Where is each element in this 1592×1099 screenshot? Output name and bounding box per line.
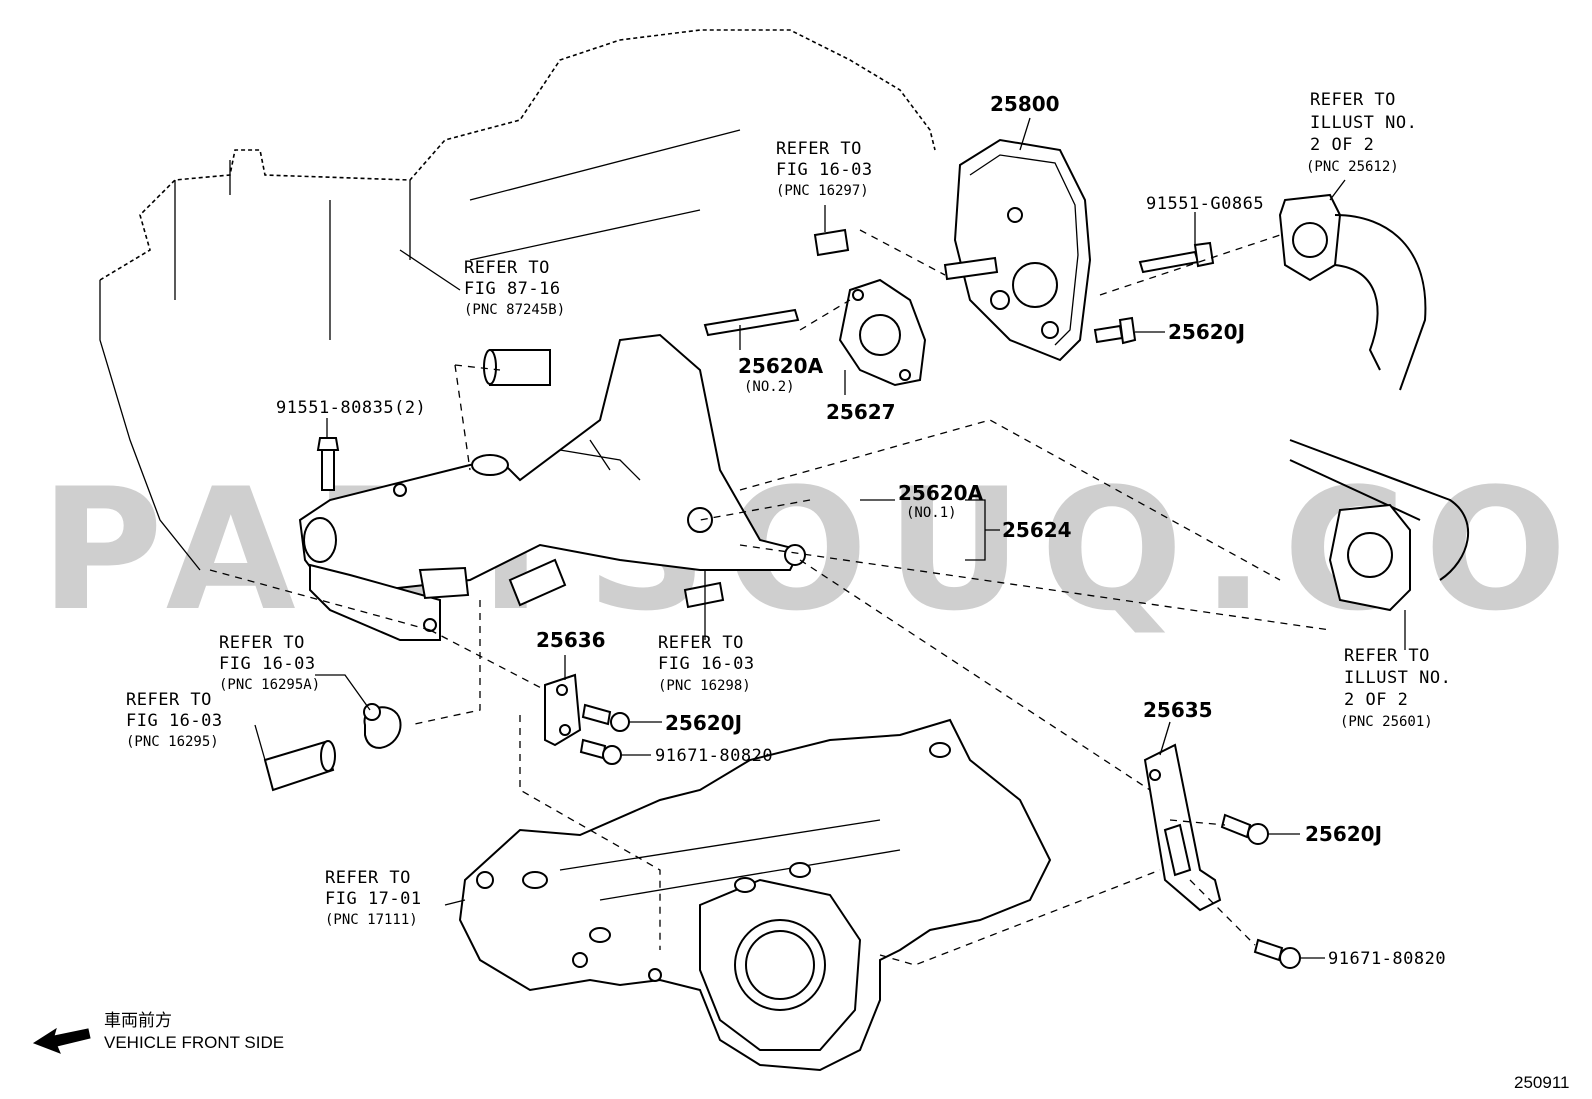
svg-text:REFER TO: REFER TO bbox=[776, 139, 862, 159]
diagram-number: 250911 bbox=[1514, 1073, 1569, 1092]
bolt-25620j-mid bbox=[581, 703, 630, 732]
ref-16295-label: REFER TO FIG 16-03 (PNC 16295) bbox=[126, 690, 223, 750]
bolt-91551-g0865 bbox=[1138, 241, 1215, 274]
svg-text:(PNC 16295A): (PNC 16295A) bbox=[219, 677, 320, 693]
ref-87245b-label: REFER TO FIG 87-16 (PNC 87245B) bbox=[464, 258, 565, 318]
part-label-25624[interactable]: 25624 bbox=[1002, 518, 1072, 542]
svg-text:FIG 16-03: FIG 16-03 bbox=[219, 654, 316, 674]
part-label-25800[interactable]: 25800 bbox=[990, 92, 1060, 116]
part-label-25620a-no2[interactable]: 25620A bbox=[738, 354, 824, 378]
bolt-91671-right bbox=[1253, 938, 1301, 969]
clamp-16295a bbox=[363, 703, 402, 749]
leader-lines bbox=[254, 117, 1406, 959]
svg-text:(PNC 16297): (PNC 16297) bbox=[776, 183, 869, 199]
svg-text:(PNC 25612): (PNC 25612) bbox=[1306, 159, 1399, 175]
engine-block-outline bbox=[99, 29, 936, 571]
part-label-25620a-no1-sub: (NO.1) bbox=[906, 505, 957, 521]
part-label-25620j-top[interactable]: 25620J bbox=[1168, 320, 1245, 344]
bolt-25620j-right bbox=[1220, 813, 1269, 845]
svg-text:REFER TO: REFER TO bbox=[325, 868, 411, 888]
bolt-25620j-top bbox=[1093, 316, 1137, 345]
svg-text:REFER TO: REFER TO bbox=[1310, 90, 1396, 110]
svg-text:FIG 16-03: FIG 16-03 bbox=[126, 711, 223, 731]
svg-text:REFER TO: REFER TO bbox=[1344, 646, 1430, 666]
part-label-25627[interactable]: 25627 bbox=[826, 400, 896, 424]
part-label-25636[interactable]: 25636 bbox=[536, 628, 606, 652]
hose-16298 bbox=[683, 581, 725, 609]
ref-16295a-label: REFER TO FIG 16-03 (PNC 16295A) bbox=[219, 633, 320, 693]
svg-text:FIG 87-16: FIG 87-16 bbox=[464, 279, 561, 299]
pipe-flange-25612 bbox=[1278, 193, 1427, 391]
svg-text:FIG 16-03: FIG 16-03 bbox=[658, 654, 755, 674]
svg-text:ILLUST NO.: ILLUST NO. bbox=[1310, 113, 1417, 133]
svg-text:REFER TO: REFER TO bbox=[126, 690, 212, 710]
hose-87245b bbox=[483, 349, 551, 386]
svg-text:ILLUST NO.: ILLUST NO. bbox=[1344, 668, 1451, 688]
water-bypass-pipe-assembly bbox=[298, 333, 806, 641]
part-label-25620a-no1[interactable]: 25620A bbox=[898, 481, 984, 505]
part-label-91671-80820-mid[interactable]: 91671-80820 bbox=[655, 746, 773, 766]
bolt-91671-mid bbox=[579, 738, 622, 765]
part-label-25620j-mid[interactable]: 25620J bbox=[665, 711, 742, 735]
bolt-91551-80835 bbox=[316, 437, 340, 491]
svg-text:REFER TO: REFER TO bbox=[219, 633, 305, 653]
bracket-25636 bbox=[544, 673, 582, 747]
part-label-25620a-no2-sub: (NO.2) bbox=[744, 379, 795, 395]
bracket-25635 bbox=[1143, 743, 1222, 912]
gasket-25627 bbox=[838, 278, 927, 387]
egr-valve-25800 bbox=[943, 138, 1092, 362]
stud-25620a-no2 bbox=[703, 308, 800, 337]
orientation-english: VEHICLE FRONT SIDE bbox=[104, 1033, 284, 1052]
svg-text:(PNC 25601): (PNC 25601) bbox=[1340, 714, 1433, 730]
part-label-91671-80820-right[interactable]: 91671-80820 bbox=[1328, 949, 1446, 969]
pipe-flange-25601 bbox=[1289, 439, 1469, 612]
svg-text:2 OF 2: 2 OF 2 bbox=[1344, 690, 1408, 710]
ref-25612-label: REFER TO ILLUST NO. 2 OF 2 (PNC 25612) bbox=[1306, 90, 1417, 175]
arrow-left-icon bbox=[32, 1027, 91, 1054]
assembly-dashed-lines bbox=[209, 229, 1331, 966]
svg-text:(PNC 16298): (PNC 16298) bbox=[658, 678, 751, 694]
svg-text:FIG 17-01: FIG 17-01 bbox=[325, 889, 422, 909]
hose-16297 bbox=[813, 228, 850, 257]
intake-manifold-17111 bbox=[458, 718, 1052, 1072]
orientation-japanese: 車両前方 bbox=[104, 1011, 172, 1030]
ref-17111-label: REFER TO FIG 17-01 (PNC 17111) bbox=[325, 868, 422, 928]
part-label-91551-80835[interactable]: 91551-80835(2) bbox=[276, 398, 426, 418]
svg-text:(PNC 16295): (PNC 16295) bbox=[126, 734, 219, 750]
svg-text:2 OF 2: 2 OF 2 bbox=[1310, 135, 1374, 155]
ref-25601-label: REFER TO ILLUST NO. 2 OF 2 (PNC 25601) bbox=[1340, 646, 1451, 730]
svg-text:(PNC 17111): (PNC 17111) bbox=[325, 912, 418, 928]
svg-text:(PNC 87245B): (PNC 87245B) bbox=[464, 302, 565, 318]
part-label-25635[interactable]: 25635 bbox=[1143, 698, 1213, 722]
svg-text:REFER TO: REFER TO bbox=[464, 258, 550, 278]
ref-16298-label: REFER TO FIG 16-03 (PNC 16298) bbox=[658, 633, 755, 694]
hose-16295 bbox=[263, 740, 336, 792]
vehicle-front-indicator: 車両前方 VEHICLE FRONT SIDE bbox=[32, 1011, 284, 1054]
part-label-25620j-right[interactable]: 25620J bbox=[1305, 822, 1382, 846]
ref-16297-label: REFER TO FIG 16-03 (PNC 16297) bbox=[776, 139, 873, 199]
svg-text:FIG 16-03: FIG 16-03 bbox=[776, 160, 873, 180]
svg-text:REFER TO: REFER TO bbox=[658, 633, 744, 653]
part-label-91551-g0865[interactable]: 91551-G0865 bbox=[1146, 194, 1264, 214]
